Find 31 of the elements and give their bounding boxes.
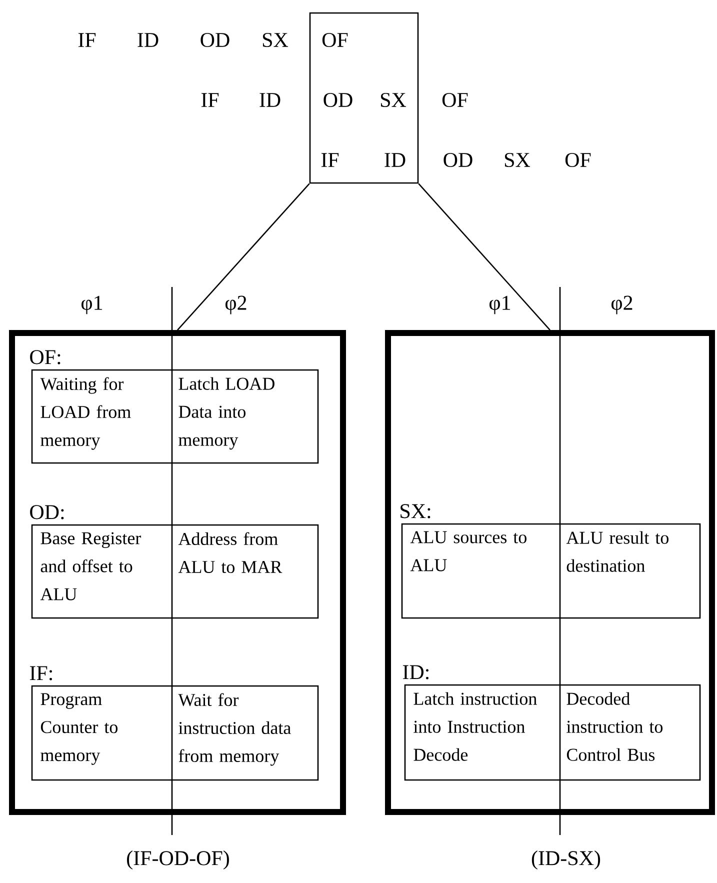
stage-label: IF [201, 93, 219, 107]
stage-label: OF [442, 92, 468, 108]
stage-label: IF [78, 33, 96, 47]
connector-line [177, 183, 310, 330]
stage-label: SX [504, 152, 530, 168]
node-label: SX: [400, 504, 430, 518]
node-label: IF: [30, 666, 52, 680]
panel-caption: (IF-OD-OF) [127, 850, 229, 870]
phase-label: φ2 [226, 296, 246, 314]
node-label: ID: [402, 665, 428, 680]
phase-box: SX: ALU sources to ALU ALU result to destination [400, 504, 701, 619]
stage-label: OD [200, 32, 230, 48]
stage-label: ID [260, 93, 280, 107]
panel-caption: (ID-SX) [532, 850, 600, 870]
phase-box: ID: Latch instruction into Instruction Decode Decoded instruction to Control Bus [402, 665, 701, 781]
node-label: OD: [30, 505, 64, 520]
phase-label: φ1 [82, 296, 102, 314]
stage-label: OF [565, 152, 591, 168]
panel-frame [9, 330, 346, 815]
highlight-box: OF OD SX IF ID [309, 12, 419, 184]
phase-box: OD: Base Register and offset to ALU Address from ALU to MAR [30, 505, 319, 619]
phase-label: φ1 [490, 296, 510, 314]
panel-frame [385, 330, 715, 815]
phase-label: φ2 [612, 296, 632, 314]
phase-box: OF: Waiting for LOAD from memory Latch LOAD Data into memory [30, 350, 319, 464]
stage-label: OD [444, 152, 472, 168]
phase-box: IF: Program Counter to memory Wait for instruction data from memory [30, 666, 319, 781]
stage-label: ID [138, 33, 158, 47]
connector-line [418, 183, 550, 330]
node-label: OF: [30, 350, 60, 364]
stage-label: SX [263, 32, 288, 48]
